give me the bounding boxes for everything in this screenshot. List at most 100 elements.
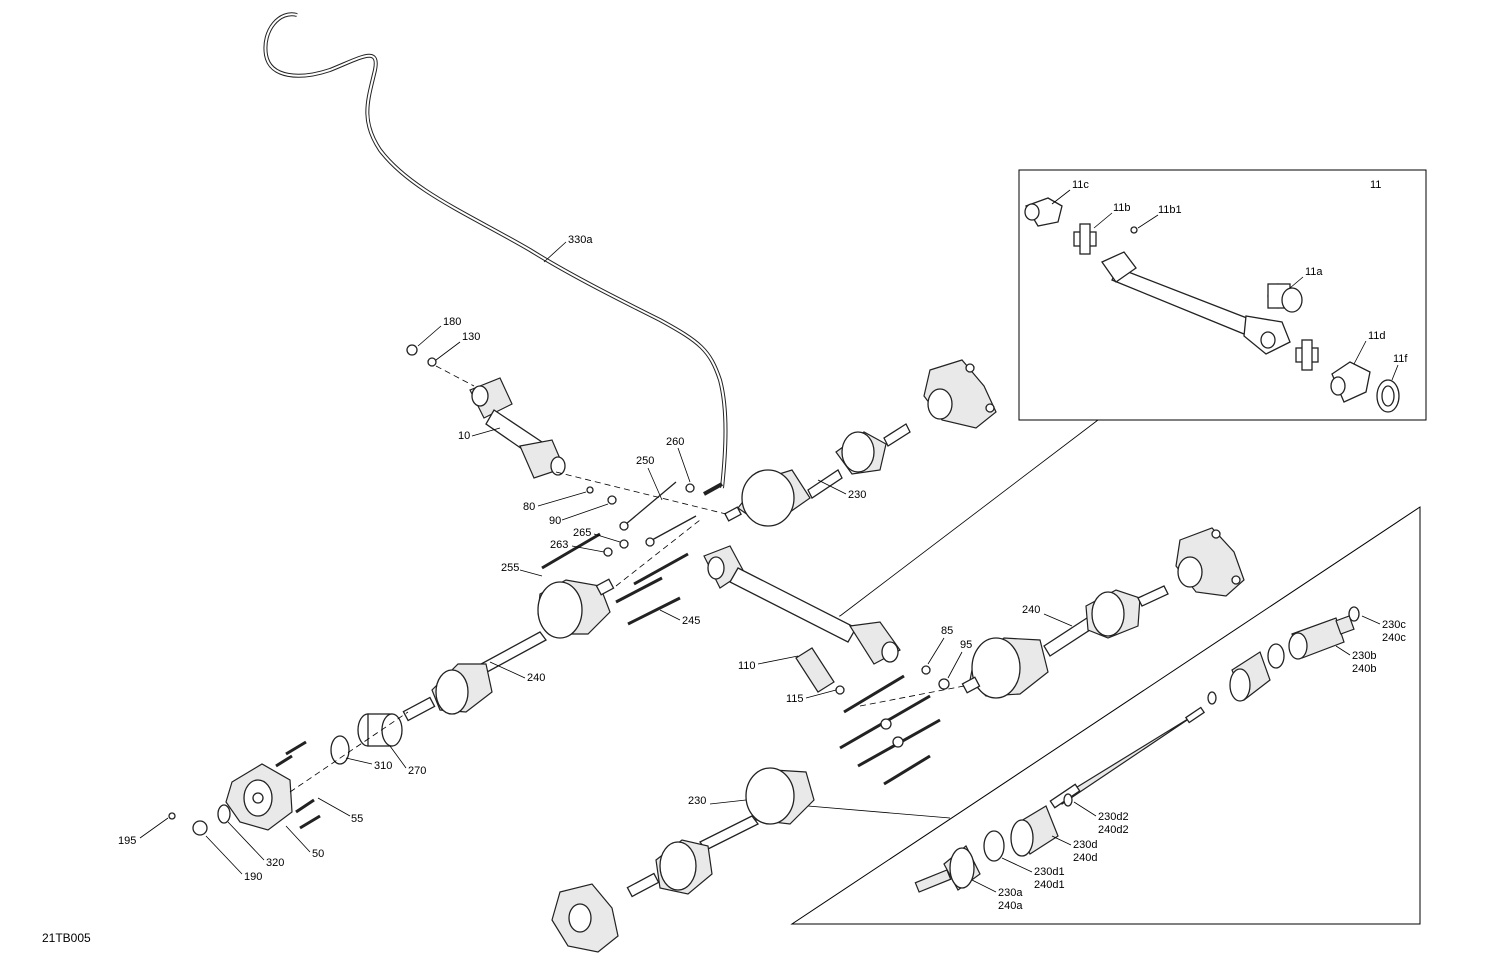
fasteners-center	[541, 481, 697, 626]
nut-115	[835, 685, 845, 695]
center-driveshaft	[703, 545, 901, 665]
callout-11f: 11f	[1393, 353, 1408, 365]
cross-11b	[1073, 223, 1097, 255]
washer-95	[938, 678, 950, 690]
callout-130: 130	[462, 331, 480, 343]
washer-130	[427, 357, 437, 367]
callout-195: 195	[118, 835, 136, 847]
nut-260	[685, 483, 695, 493]
callout-230d1: 230d1	[1034, 866, 1065, 878]
diagram-code: 21TB005	[42, 931, 91, 945]
knuckle-lower-left	[551, 883, 619, 953]
washer-320	[217, 804, 231, 824]
callout-10: 10	[458, 430, 470, 442]
callout-80: 80	[523, 501, 535, 513]
callout-11b1: 11b1	[1158, 204, 1182, 216]
callout-240-right: 240	[1022, 604, 1040, 616]
callout-11d: 11d	[1368, 330, 1386, 342]
callout-11c: 11c	[1072, 179, 1089, 191]
callout-260: 260	[666, 436, 684, 448]
callout-55: 55	[351, 813, 363, 825]
detail-frame-11-leader	[839, 419, 1099, 617]
boot-11a	[1267, 283, 1303, 313]
callout-115: 115	[786, 693, 804, 705]
callout-240d: 240d	[1073, 852, 1097, 864]
nut-190	[192, 820, 208, 836]
detail-11-parts	[1024, 197, 1400, 413]
yoke-11d-ear	[1330, 376, 1346, 396]
callout-230d: 230d	[1073, 839, 1097, 851]
housing-230b-stub	[1335, 615, 1355, 635]
nut-180	[406, 344, 418, 356]
grease-fitting-11b1	[1130, 226, 1138, 234]
axle-spline-upper	[1184, 706, 1206, 724]
callout-240d2: 240d2	[1098, 824, 1129, 836]
callout-230d2: 230d2	[1098, 811, 1129, 823]
callout-11b: 11b	[1113, 202, 1131, 214]
callout-245: 245	[682, 615, 700, 627]
bearing-270	[357, 713, 403, 747]
callout-11: 11	[1370, 179, 1381, 191]
callout-230-top: 230	[848, 489, 866, 501]
callout-255: 255	[501, 562, 519, 574]
callout-110: 110	[738, 660, 756, 672]
clamp-ring	[1267, 643, 1285, 669]
nut-85	[921, 665, 931, 675]
circlip-310	[330, 735, 350, 765]
knuckle-upper-right	[923, 359, 997, 429]
cv-axle-230-upper	[724, 423, 911, 527]
screws-55	[275, 740, 321, 830]
callout-85: 85	[941, 625, 953, 637]
washer-263	[603, 547, 613, 557]
cv-axle-230-lower	[626, 767, 815, 898]
cv-axle-240-right	[961, 585, 1169, 699]
driveshaft-yoke-hole	[1260, 331, 1276, 349]
callout-240c: 240c	[1382, 632, 1406, 644]
detail-frame-230-leader	[807, 805, 951, 819]
pin-195	[168, 812, 176, 820]
housing-230b-face	[1288, 632, 1308, 660]
callout-190: 190	[244, 871, 262, 883]
boot-upper-mouth	[1229, 668, 1251, 702]
callout-230b: 230b	[1352, 650, 1376, 662]
callout-270: 270	[408, 765, 426, 777]
detail-frame-230	[790, 506, 1421, 925]
cv-joint-230a-face	[949, 847, 975, 889]
callout-11a: 11a	[1305, 266, 1323, 278]
knuckle-right	[1175, 527, 1245, 597]
callout-240d1: 240d1	[1034, 879, 1065, 891]
callout-265: 265	[573, 527, 591, 539]
main-callouts: 330a 180 130 10 260 250 80 90 265 263 25…	[118, 234, 1073, 883]
detail-frame-11	[1018, 169, 1427, 421]
callout-230c: 230c	[1382, 619, 1406, 631]
callout-230a: 230a	[998, 887, 1023, 899]
driveshaft-tube	[1111, 267, 1253, 335]
callout-240a: 240a	[998, 900, 1023, 912]
small-clamp-lower	[1063, 793, 1073, 807]
callout-50: 50	[312, 848, 324, 860]
detail-230-parts	[914, 606, 1360, 893]
callout-240b: 240b	[1352, 663, 1376, 675]
callout-95: 95	[960, 639, 972, 651]
hub-50	[225, 763, 293, 831]
callout-263: 263	[550, 539, 568, 551]
clamp-230d1	[983, 830, 1005, 862]
callout-90: 90	[549, 515, 561, 527]
small-clamp	[1207, 691, 1217, 705]
boot-230d-mouth	[1010, 819, 1034, 857]
fasteners-lower	[839, 674, 941, 786]
nut-265	[619, 539, 629, 549]
callout-240-left: 240	[527, 672, 545, 684]
brake-line-330a	[263, 12, 728, 496]
bellows-110	[795, 647, 845, 695]
nut-80	[586, 486, 594, 494]
callout-180: 180	[443, 316, 461, 328]
circlip-230c	[1348, 606, 1360, 622]
washer-90	[607, 495, 617, 505]
callout-320: 320	[266, 857, 284, 869]
detail-230-labels: 230c 240c 230b 240b 230d2 240d2 230d 240…	[971, 615, 1406, 912]
detail-11-labels: 11 11c 11b 11b1 11a 11d 11f	[1051, 179, 1408, 381]
cv-joint-230a-stub	[914, 869, 952, 893]
yoke-11c-ear	[1024, 203, 1040, 221]
